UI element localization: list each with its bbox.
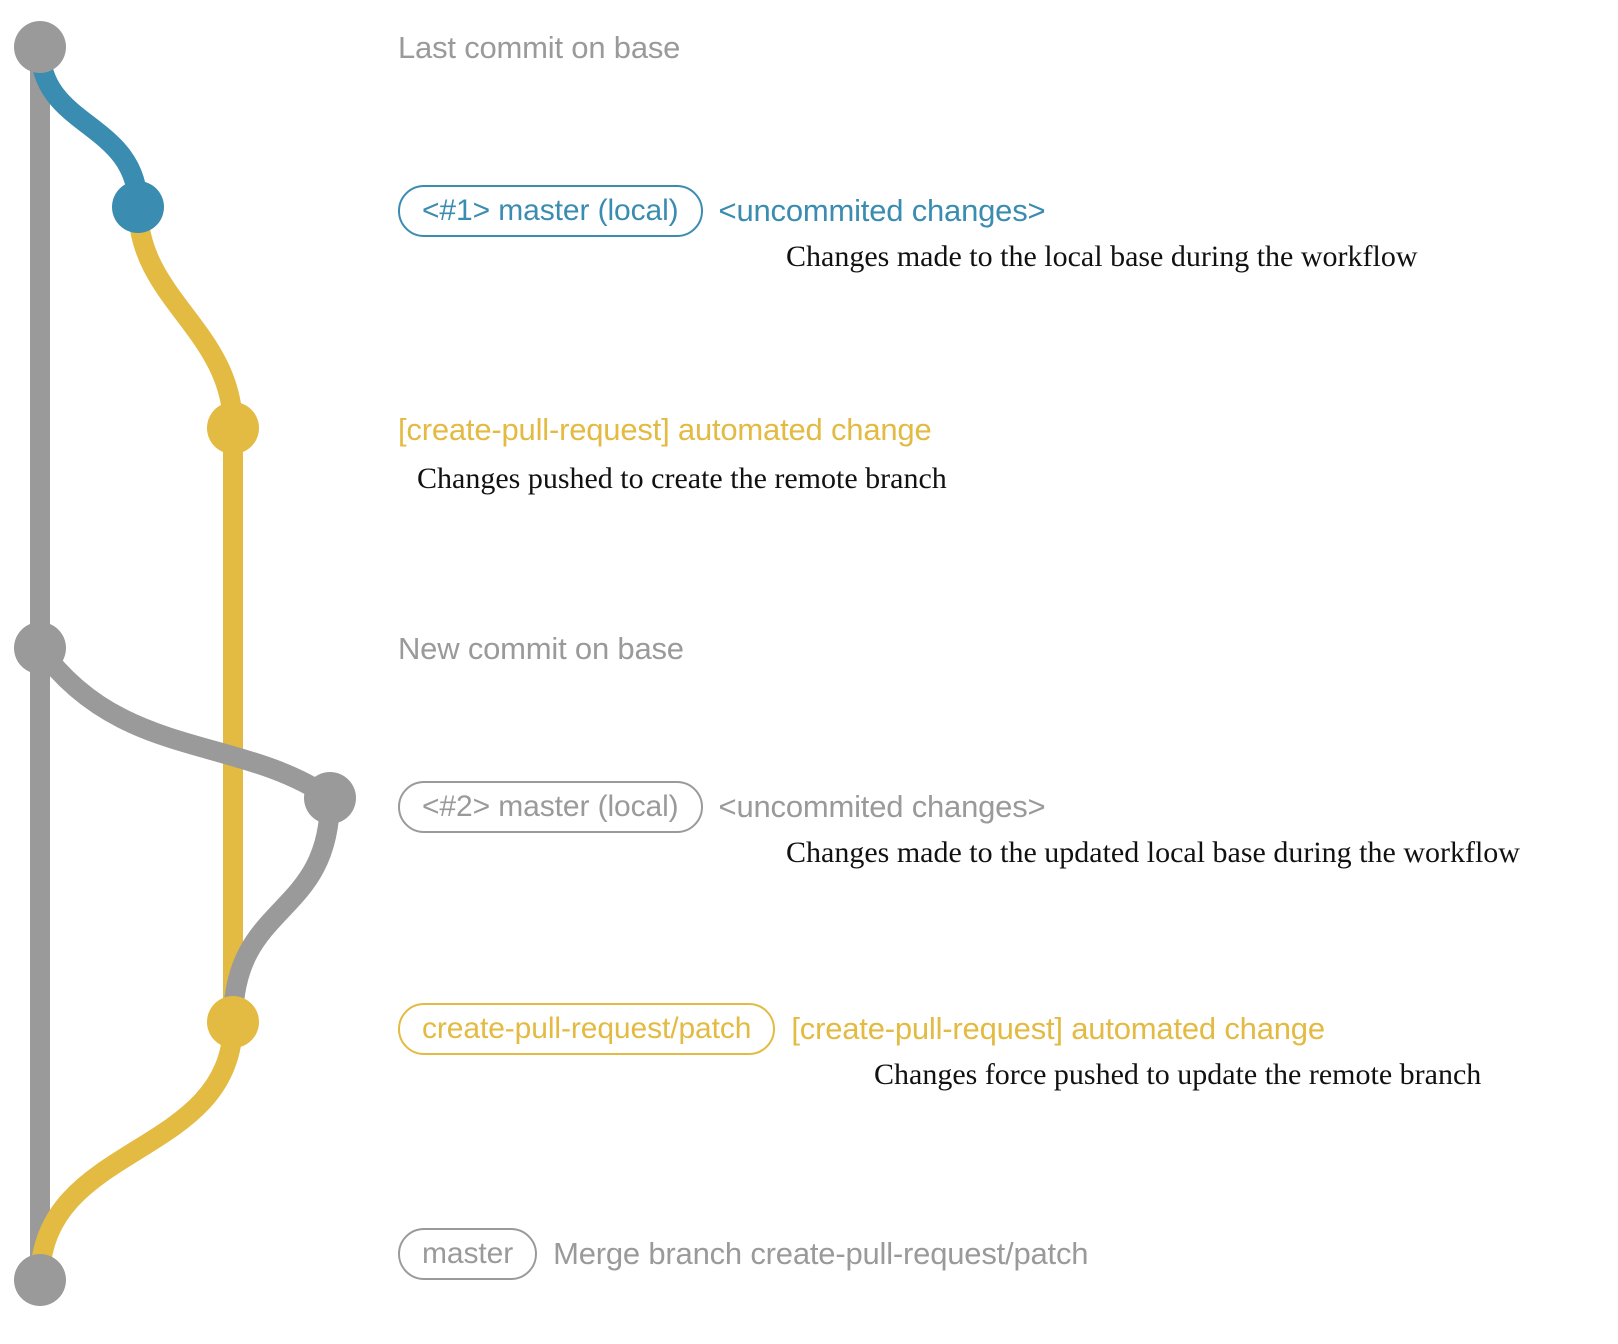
commit-row-new-commit-on-base: New commit on base bbox=[398, 631, 684, 667]
commit-row-master-local-2: <#2> master (local) <uncommited changes> bbox=[398, 781, 1046, 833]
commit-message-text: Merge branch create-pull-request/patch bbox=[553, 1236, 1089, 1271]
edge-local-1-to-patch-1 bbox=[128, 197, 243, 438]
commit-message-text: Last commit on base bbox=[398, 30, 681, 65]
commit-node-automated-change-1[interactable] bbox=[207, 402, 259, 454]
commit-row-master-merge: master Merge branch create-pull-request/… bbox=[398, 1228, 1088, 1280]
branch-badge-master[interactable]: master bbox=[398, 1228, 538, 1280]
branch-badge-master-local-1[interactable]: <#1> master (local) bbox=[398, 185, 703, 237]
commit-row-automated-change-2: create-pull-request/patch [create-pull-r… bbox=[398, 1003, 1325, 1055]
commit-headline: [create-pull-request] automated change bbox=[398, 412, 932, 448]
commit-note-automated-change-2: Changes force pushed to update the remot… bbox=[874, 1058, 1482, 1091]
commit-row-automated-change-1: [create-pull-request] automated change bbox=[398, 412, 932, 448]
commit-note-master-local-1: Changes made to the local base during th… bbox=[786, 240, 1418, 273]
commit-node-master-local-1[interactable] bbox=[112, 181, 164, 233]
commit-node-master-merge[interactable] bbox=[14, 1254, 66, 1306]
commit-headline: New commit on base bbox=[398, 631, 684, 667]
edge-base-to-local-2 bbox=[30, 638, 340, 808]
commit-node-new-commit-on-base[interactable] bbox=[14, 622, 66, 674]
branch-badge-master-local-2[interactable]: <#2> master (local) bbox=[398, 781, 703, 833]
edge-patch-2-to-master bbox=[30, 1012, 243, 1290]
commit-headline: master Merge branch create-pull-request/… bbox=[398, 1228, 1088, 1280]
branch-badge-create-pull-request-patch[interactable]: create-pull-request/patch bbox=[398, 1003, 776, 1055]
commit-message-text: New commit on base bbox=[398, 631, 684, 666]
commit-note-master-local-2: Changes made to the updated local base d… bbox=[786, 836, 1520, 869]
commit-message-text: <uncommited changes> bbox=[718, 193, 1046, 228]
commit-headline: Last commit on base bbox=[398, 30, 680, 66]
commit-message-text: [create-pull-request] automated change bbox=[398, 412, 932, 447]
commit-row-master-local-1: <#1> master (local) <uncommited changes> bbox=[398, 185, 1046, 237]
commit-node-master-local-2[interactable] bbox=[304, 772, 356, 824]
commit-message-text: [create-pull-request] automated change bbox=[791, 1011, 1325, 1046]
commit-row-last-commit-on-base: Last commit on base bbox=[398, 30, 680, 66]
edge-base-to-local-1 bbox=[30, 37, 148, 217]
commit-headline: create-pull-request/patch [create-pull-r… bbox=[398, 1003, 1325, 1055]
commit-message-text: <uncommited changes> bbox=[718, 789, 1046, 824]
commit-note-automated-change-1: Changes pushed to create the remote bran… bbox=[417, 462, 947, 495]
commit-headline: <#2> master (local) <uncommited changes> bbox=[398, 781, 1046, 833]
edge-local-2-to-patch-2 bbox=[223, 788, 340, 1032]
commit-node-last-commit-on-base[interactable] bbox=[14, 21, 66, 73]
commit-headline: <#1> master (local) <uncommited changes> bbox=[398, 185, 1046, 237]
commit-node-automated-change-2[interactable] bbox=[207, 996, 259, 1048]
